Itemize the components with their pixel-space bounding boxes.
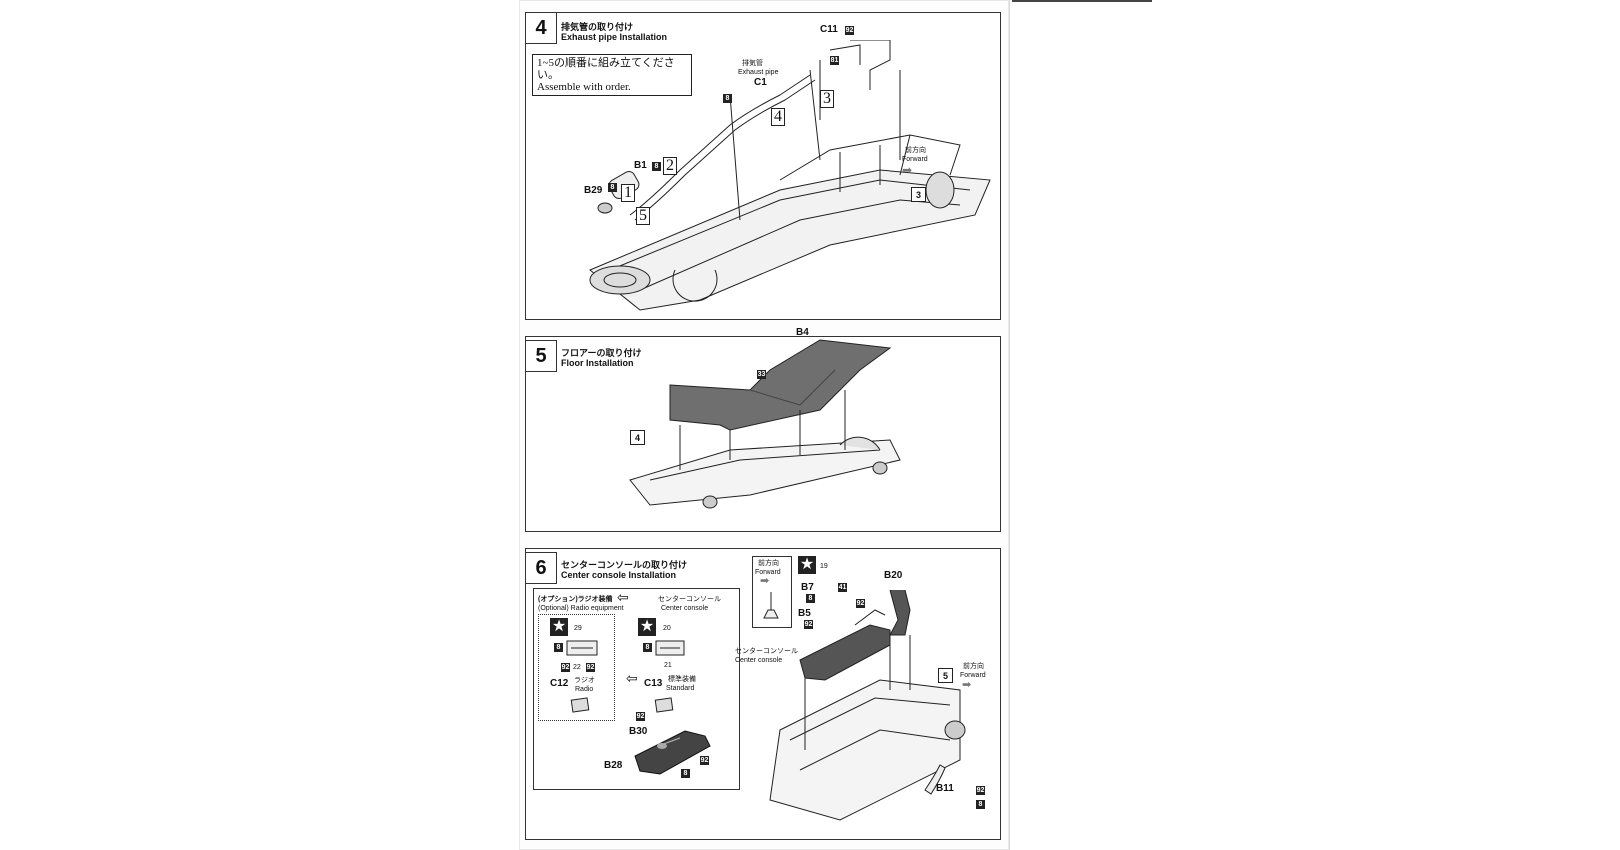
standard-en: Standard [666, 685, 695, 692]
part-b28-label: B28 [604, 760, 623, 771]
step-5-panel [525, 336, 1001, 532]
part-c13-label: C13 [644, 678, 663, 689]
console-assembly-drawing [769, 589, 966, 821]
step-6-title-en: Center console Installation [561, 570, 677, 580]
part-c11-number: 92 [845, 26, 854, 35]
sequence-1: 1 [621, 184, 635, 202]
part-b5-label: B5 [798, 608, 811, 619]
forward-en-6: Forward [755, 569, 781, 576]
part-b29-number: 8 [608, 183, 617, 192]
part-c12-label: C12 [550, 678, 569, 689]
radio-jp: ラジオ [574, 677, 595, 684]
forward-en-6b: Forward [960, 672, 986, 679]
standard-option-icon: ⇦ [626, 670, 638, 686]
chassis-exhaust-drawing [589, 40, 991, 311]
part-b30-label: B30 [629, 726, 648, 737]
center-console-en: Center console [661, 605, 709, 612]
step-5-ref-4: 4 [630, 430, 645, 445]
part-b20-label: B20 [884, 570, 903, 581]
step-6-number: 6 [525, 552, 557, 584]
console-b28-drawing [634, 730, 711, 775]
step-6-title-jp: センターコンソールの取り付け [561, 560, 688, 570]
number-21: 21 [664, 662, 672, 669]
number-22: 22 [573, 664, 581, 671]
number-29: 29 [574, 625, 582, 632]
assembly-order-note: 1~5の順番に組み立てください。 Assemble with order. [532, 54, 692, 96]
forward-jp: 前方向 [905, 147, 926, 154]
radio-en: Radio [575, 686, 594, 693]
center-console-en-2: Center console [735, 657, 783, 664]
star-icon-2: ★ [638, 618, 656, 636]
number-92-h: 92 [976, 786, 985, 795]
standard-jp: 標準装備 [668, 676, 696, 683]
top-rule [1012, 0, 1152, 2]
forward-arrow-icon-6b: ➡ [962, 679, 972, 691]
part-b1-label: B1 [634, 160, 647, 171]
page-edge [1009, 0, 1010, 850]
number-41: 41 [838, 583, 847, 592]
console-part-icon [655, 640, 685, 656]
center-console-jp: センターコンソール [658, 596, 721, 603]
radio-face-icon [570, 697, 590, 713]
forward-jp-6: 前方向 [758, 560, 779, 567]
step-5-title-jp: フロアーの取り付け [561, 348, 642, 358]
shift-lever-icon [763, 592, 779, 619]
number-8-e: 8 [806, 594, 815, 603]
step-4-number: 4 [525, 12, 557, 44]
star-icon: ★ [550, 618, 568, 636]
star-icon-3: ★ [798, 556, 816, 574]
part-b11-label: B11 [936, 783, 954, 794]
number-92-f: 92 [804, 620, 813, 629]
part-c11-label: C11 [820, 24, 838, 35]
floor-drawing [629, 339, 901, 509]
sequence-3: 3 [820, 90, 834, 108]
note-jp: 1~5の順番に組み立てください。 [537, 57, 675, 81]
exhaust-pipe-jp: 排気管 [742, 60, 763, 67]
number-20: 20 [663, 625, 671, 632]
number-92-c: 92 [636, 712, 645, 721]
number-33: 33 [757, 370, 766, 379]
number-92-b: 92 [586, 663, 595, 672]
part-b29-label: B29 [584, 185, 603, 196]
sequence-2: 2 [663, 157, 677, 175]
number-92-d: 92 [700, 756, 709, 765]
number-92-g: 92 [856, 599, 865, 608]
radio-option-jp: (オプション)ラジオ装備 [538, 596, 613, 603]
number-92-a: 92 [561, 663, 570, 672]
sequence-4: 4 [771, 108, 785, 126]
radio-option-en: (Optional) Radio equipment [538, 605, 624, 612]
part-b4-label: B4 [796, 327, 809, 338]
forward-arrow-icon: ➡ [902, 163, 913, 177]
number-8-radio: 8 [554, 643, 563, 652]
step-5-title-en: Floor Installation [561, 358, 634, 368]
forward-jp-6b: 前方向 [963, 663, 984, 670]
number-8-d: 8 [681, 769, 690, 778]
forward-arrow-icon-6: ➡ [760, 575, 770, 587]
step-4-ref-3: 3 [911, 187, 926, 202]
step-4-title-en: Exhaust pipe Installation [561, 32, 668, 42]
exhaust-pipe-en: Exhaust pipe [738, 69, 779, 76]
forward-en: Forward [902, 156, 928, 163]
radio-part-icon [566, 640, 598, 656]
number-81: 81 [830, 56, 839, 65]
number-8-console: 8 [643, 643, 652, 652]
step-5-number: 5 [525, 340, 557, 372]
part-b1-number: 8 [652, 162, 661, 171]
radio-option-dotted-box [538, 614, 615, 721]
standard-face-icon [654, 697, 674, 713]
sequence-5: 5 [636, 207, 650, 225]
step-6-ref-5: 5 [938, 668, 953, 683]
number-8-exhaust: 8 [723, 94, 732, 103]
part-b7-label: B7 [801, 582, 814, 593]
step-4-title-jp: 排気管の取り付け [561, 22, 634, 32]
note-en: Assemble with order. [537, 81, 631, 93]
number-8-f: 8 [976, 800, 985, 809]
center-console-jp-2: センターコンソール [735, 648, 798, 655]
number-19: 19 [820, 563, 828, 570]
part-c1-label: C1 [754, 77, 767, 88]
radio-option-icon: ⇦ [617, 589, 629, 605]
